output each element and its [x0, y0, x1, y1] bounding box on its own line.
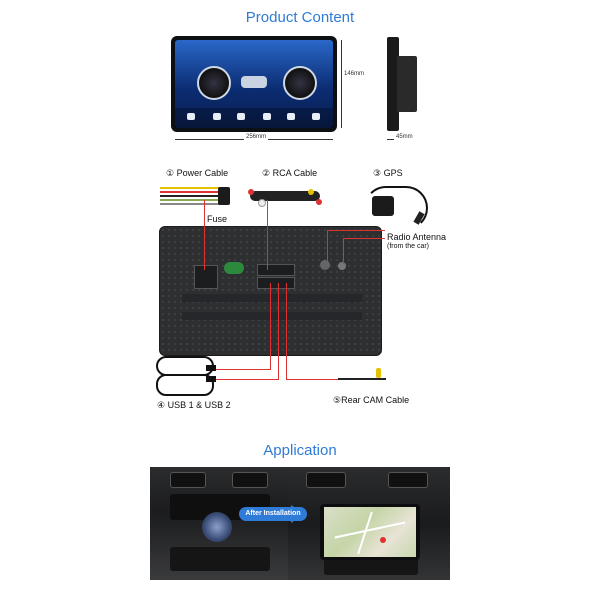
navigation-map — [324, 507, 416, 557]
rear-cam-cable — [338, 378, 386, 380]
gps-port — [320, 260, 330, 270]
rear-cam-label: ⑤Rear CAM Cable — [333, 395, 410, 405]
air-vent — [306, 472, 346, 488]
fuse-label: Fuse — [207, 214, 228, 224]
power-port — [194, 265, 218, 289]
gps-wire — [364, 186, 428, 230]
right-gauge — [283, 66, 317, 100]
climate-panel — [170, 547, 270, 571]
application-title: Application — [263, 442, 337, 459]
app-icon — [237, 113, 245, 120]
callout-line — [343, 238, 385, 239]
vent-strip — [182, 294, 362, 302]
before-installation-photo — [150, 467, 288, 580]
callout-line — [286, 283, 287, 379]
callout-line — [327, 230, 328, 262]
rca-cable-label: ② RCA Cable — [262, 168, 318, 178]
radio-antenna-note: (from the car) — [387, 243, 430, 250]
radio-antenna-label: Radio Antenna — [387, 232, 447, 242]
app-icon — [312, 113, 320, 120]
height-dimension-line — [341, 40, 342, 128]
height-dimension: 146mm — [344, 71, 365, 77]
width-dimension: 256mm — [244, 134, 269, 140]
usb-cable — [156, 374, 214, 396]
head-unit-chassis — [397, 56, 417, 112]
product-content-title: Product Content — [245, 9, 355, 26]
callout-line — [204, 200, 205, 270]
label-sticker — [224, 262, 244, 274]
usb-connector — [206, 365, 216, 371]
callout-line — [267, 200, 268, 270]
usb-label: ④ USB 1 & USB 2 — [157, 400, 231, 410]
power-cable-label: ① Power Cable — [166, 168, 229, 178]
head-unit-display — [175, 40, 333, 128]
rca-cable-harness — [244, 185, 328, 211]
callout-line — [216, 379, 279, 380]
head-unit-side — [387, 37, 399, 131]
app-icon — [287, 113, 295, 120]
depth-dimension: 45mm — [394, 134, 415, 140]
antenna-port — [338, 262, 346, 270]
vent-strip — [182, 312, 362, 320]
rca-port — [257, 264, 295, 276]
factory-radio-knob — [202, 512, 232, 542]
callout-line — [327, 230, 385, 231]
air-vent — [232, 472, 268, 488]
callout-line — [343, 238, 344, 264]
rear-cam-connector — [376, 368, 381, 378]
power-cable-harness — [160, 185, 230, 211]
after-installation-badge: After Installation — [239, 507, 307, 521]
car-icon — [241, 76, 267, 88]
air-vent — [170, 472, 206, 488]
air-vent — [388, 472, 428, 488]
app-dock — [175, 108, 333, 128]
gps-label: ③ GPS — [373, 168, 403, 178]
usb-camera-port — [257, 277, 295, 289]
callout-line — [216, 369, 271, 370]
callout-line — [278, 283, 279, 379]
callout-line — [286, 379, 342, 380]
app-icon — [187, 113, 195, 120]
app-icon — [213, 113, 221, 120]
app-icon — [263, 113, 271, 120]
left-gauge — [197, 66, 231, 100]
usb-connector — [206, 376, 216, 382]
callout-line — [270, 283, 271, 369]
